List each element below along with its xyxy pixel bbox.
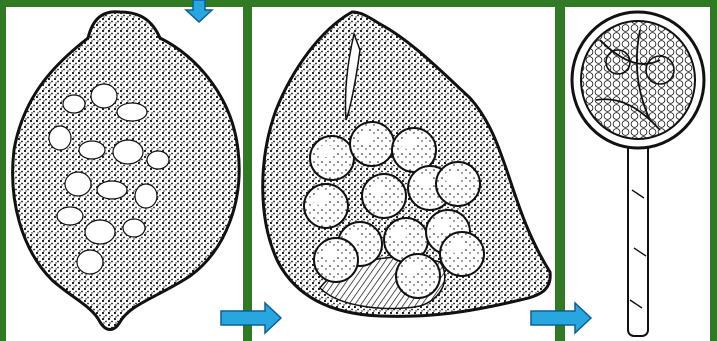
sphere-highlight [404, 263, 420, 275]
white-patch [91, 84, 117, 108]
sphere [350, 122, 394, 166]
white-patch [123, 219, 145, 237]
sphere [362, 174, 406, 218]
frame-top-border [0, 0, 717, 7]
white-patch [117, 103, 147, 121]
white-patch [113, 140, 143, 164]
sphere-highlight [400, 137, 416, 149]
sphere-highlight [392, 227, 408, 239]
white-patch [135, 184, 157, 208]
sphere-highlight [434, 219, 450, 231]
white-patch [77, 250, 103, 274]
panel-3-stalked-head [572, 12, 704, 336]
sphere-highlight [370, 183, 386, 195]
sphere [314, 238, 358, 282]
panel-2-opened-fruit-body [263, 12, 550, 316]
frame-right-border [710, 0, 717, 341]
panel-1-fruit-body [13, 12, 240, 330]
white-patch [63, 95, 85, 113]
white-patch [147, 151, 169, 169]
sphere [304, 184, 348, 228]
white-patch [85, 220, 115, 244]
sphere-highlight [448, 241, 464, 253]
white-patch [57, 207, 83, 225]
sphere-highlight [416, 175, 432, 187]
frame-left-border [0, 0, 6, 341]
frame-divider-left [243, 0, 252, 341]
stalk [628, 138, 648, 336]
white-patch [97, 181, 127, 199]
white-patch [79, 141, 105, 159]
sphere [310, 136, 354, 180]
frame-divider-right [555, 0, 565, 341]
sphere [396, 254, 440, 298]
sphere [440, 232, 484, 276]
sphere-highlight [444, 171, 460, 183]
sphere-highlight [322, 247, 338, 259]
sphere-highlight [312, 193, 328, 205]
sphere-highlight [318, 145, 334, 157]
white-patch [49, 126, 71, 150]
fruit-body-outline [13, 12, 240, 330]
sphere [436, 162, 480, 206]
white-patch [65, 172, 91, 196]
sphere-highlight [358, 131, 374, 143]
